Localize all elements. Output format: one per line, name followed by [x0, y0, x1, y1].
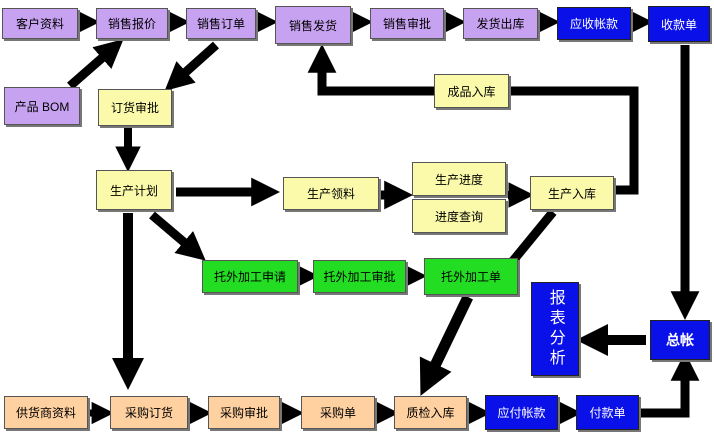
node-sales-quote[interactable]: 销售报价 [96, 8, 168, 39]
node-order-review[interactable]: 订货审批 [98, 89, 172, 126]
node-progress-query[interactable]: 进度查询 [412, 199, 506, 233]
node-report-analysis[interactable]: 报表分析 [531, 282, 579, 376]
node-general-ledger[interactable]: 总帐 [650, 320, 710, 360]
node-sales-order[interactable]: 销售订单 [186, 8, 256, 39]
node-outsource-order[interactable]: 托外加工单 [424, 258, 518, 295]
node-outsource-review[interactable]: 托外加工审批 [313, 260, 406, 293]
arrow-outorder-to-production-in [508, 209, 557, 265]
node-ship-out[interactable]: 发货出库 [463, 8, 538, 39]
node-product-bom[interactable]: 产品 BOM [4, 87, 80, 125]
node-receipt[interactable]: 收款单 [648, 6, 710, 42]
arrow-bom-to-quote [67, 39, 124, 90]
node-supplier-info[interactable]: 供货商资料 [4, 396, 88, 429]
arrow-order-to-orderreview [164, 41, 220, 92]
node-purchase-form[interactable]: 采购单 [301, 396, 375, 429]
arrow-plan-to-outsource [149, 211, 206, 261]
node-purchase-order[interactable]: 采购订货 [110, 396, 188, 429]
arrow-production-in-to-delivery [307, 44, 639, 195]
arrow-payment-to-ledger [641, 352, 700, 418]
node-sales-review[interactable]: 销售审批 [370, 8, 444, 39]
node-customer-info[interactable]: 客户资料 [2, 8, 78, 39]
node-purchase-review[interactable]: 采购审批 [208, 396, 280, 429]
node-receivables[interactable]: 应收帐款 [557, 7, 631, 40]
node-material-issue[interactable]: 生产领料 [283, 177, 379, 210]
node-qc-in[interactable]: 质检入库 [394, 396, 467, 429]
node-payables[interactable]: 应付帐款 [485, 395, 558, 430]
arrow-outorder-to-qc [419, 294, 473, 396]
node-sales-delivery[interactable]: 销售发货 [275, 6, 351, 44]
node-finished-in[interactable]: 成品入库 [434, 74, 509, 108]
node-outsource-request[interactable]: 托外加工申请 [202, 260, 298, 293]
node-production-in[interactable]: 生产入库 [530, 176, 614, 210]
node-production-plan[interactable]: 生产计划 [96, 170, 172, 210]
node-payment[interactable]: 付款单 [576, 395, 639, 430]
node-production-progress[interactable]: 生产进度 [412, 162, 506, 196]
